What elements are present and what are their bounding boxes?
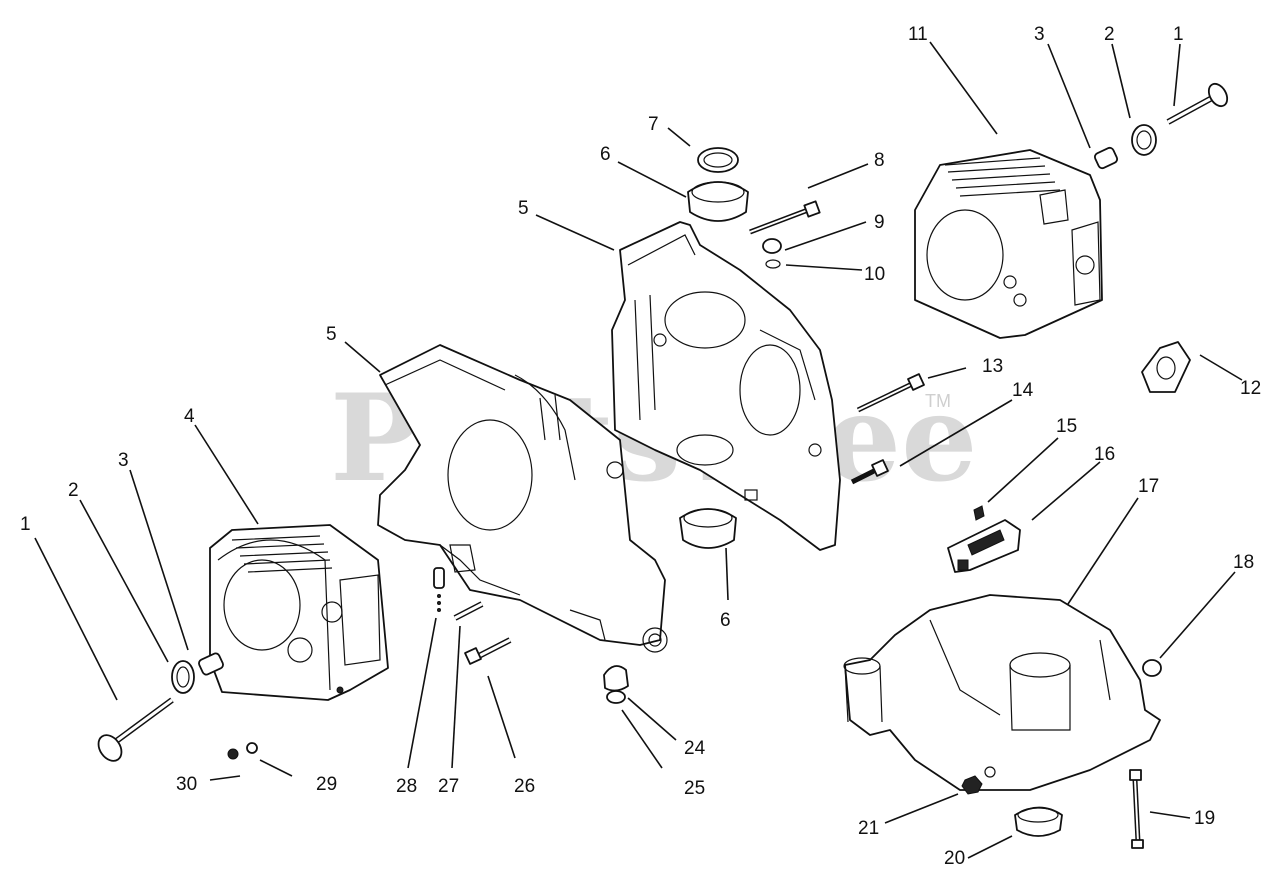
stud-27[interactable] [453,601,484,621]
callout-17: 17 [1138,476,1159,497]
valve-right[interactable] [1166,81,1231,125]
washer-10[interactable] [765,259,781,269]
callout-15: 15 [1056,416,1077,437]
callout-18: 18 [1233,552,1254,573]
crankcase-right[interactable] [611,221,841,551]
callout-16: 16 [1094,444,1115,465]
nut-21[interactable] [961,775,983,795]
callout-9: 9 [874,212,885,233]
callout-4: 4 [184,406,195,427]
callout-labels: 1 2 3 4 5 5 6 7 8 9 10 11 3 2 1 12 13 14… [20,24,1261,869]
callout-26: 26 [514,776,535,797]
callout-3: 3 [118,450,129,471]
watermark-trademark: TM [925,391,951,411]
bolt-8[interactable] [749,200,821,235]
valve-seal-right[interactable] [1131,124,1157,156]
bolt-13[interactable] [856,373,925,413]
washer-25[interactable] [606,690,626,704]
callout-1: 1 [1173,24,1184,45]
valve-guide-right[interactable] [1093,146,1119,170]
callout-25: 25 [684,778,705,799]
cap-24[interactable] [603,665,629,692]
bearing-ring-7[interactable] [697,147,739,173]
callout-20: 20 [944,848,965,869]
oil-pan[interactable] [843,594,1161,791]
callout-21: 21 [858,818,879,839]
callout-8: 8 [874,150,885,171]
nut-29[interactable] [246,742,258,754]
leader-lines [34,41,1243,859]
callout-28: 28 [396,776,417,797]
callout-13: 13 [982,356,1003,377]
callout-7: 7 [648,114,659,135]
callout-6: 6 [600,144,611,165]
callout-30: 30 [176,774,197,795]
bracket-16[interactable] [947,519,1021,573]
bolt-14[interactable] [850,459,889,485]
gasket-12[interactable] [1141,341,1191,393]
plug-18[interactable] [1142,659,1162,677]
callout-19: 19 [1194,808,1215,829]
callout-27: 27 [438,776,459,797]
cylinder-right[interactable] [914,149,1103,339]
nut-9[interactable] [762,238,782,254]
crankcase-left[interactable] [377,344,668,653]
valve-left[interactable] [94,697,174,765]
stud-26[interactable] [464,637,512,665]
nut-30[interactable] [227,748,239,760]
callout-2: 2 [1104,24,1115,45]
pin-28[interactable] [433,567,445,612]
callout-1: 1 [20,514,31,535]
callout-29: 29 [316,774,337,795]
callout-6: 6 [720,610,731,631]
bearing-6-bottom[interactable] [679,508,737,549]
callout-3: 3 [1034,24,1045,45]
callout-2: 2 [68,480,79,501]
callout-5: 5 [326,324,337,345]
valve-guide-left[interactable] [198,652,225,676]
callout-14: 14 [1012,380,1034,401]
cylinder-head-left[interactable] [209,524,389,701]
screw-15[interactable] [973,505,985,521]
callout-24: 24 [684,738,706,759]
bolt-19[interactable] [1129,769,1144,849]
callout-5: 5 [518,198,529,219]
callout-10: 10 [864,264,885,285]
callout-12: 12 [1240,378,1261,399]
valve-seal-left[interactable] [171,660,195,694]
callout-11: 11 [908,24,928,45]
